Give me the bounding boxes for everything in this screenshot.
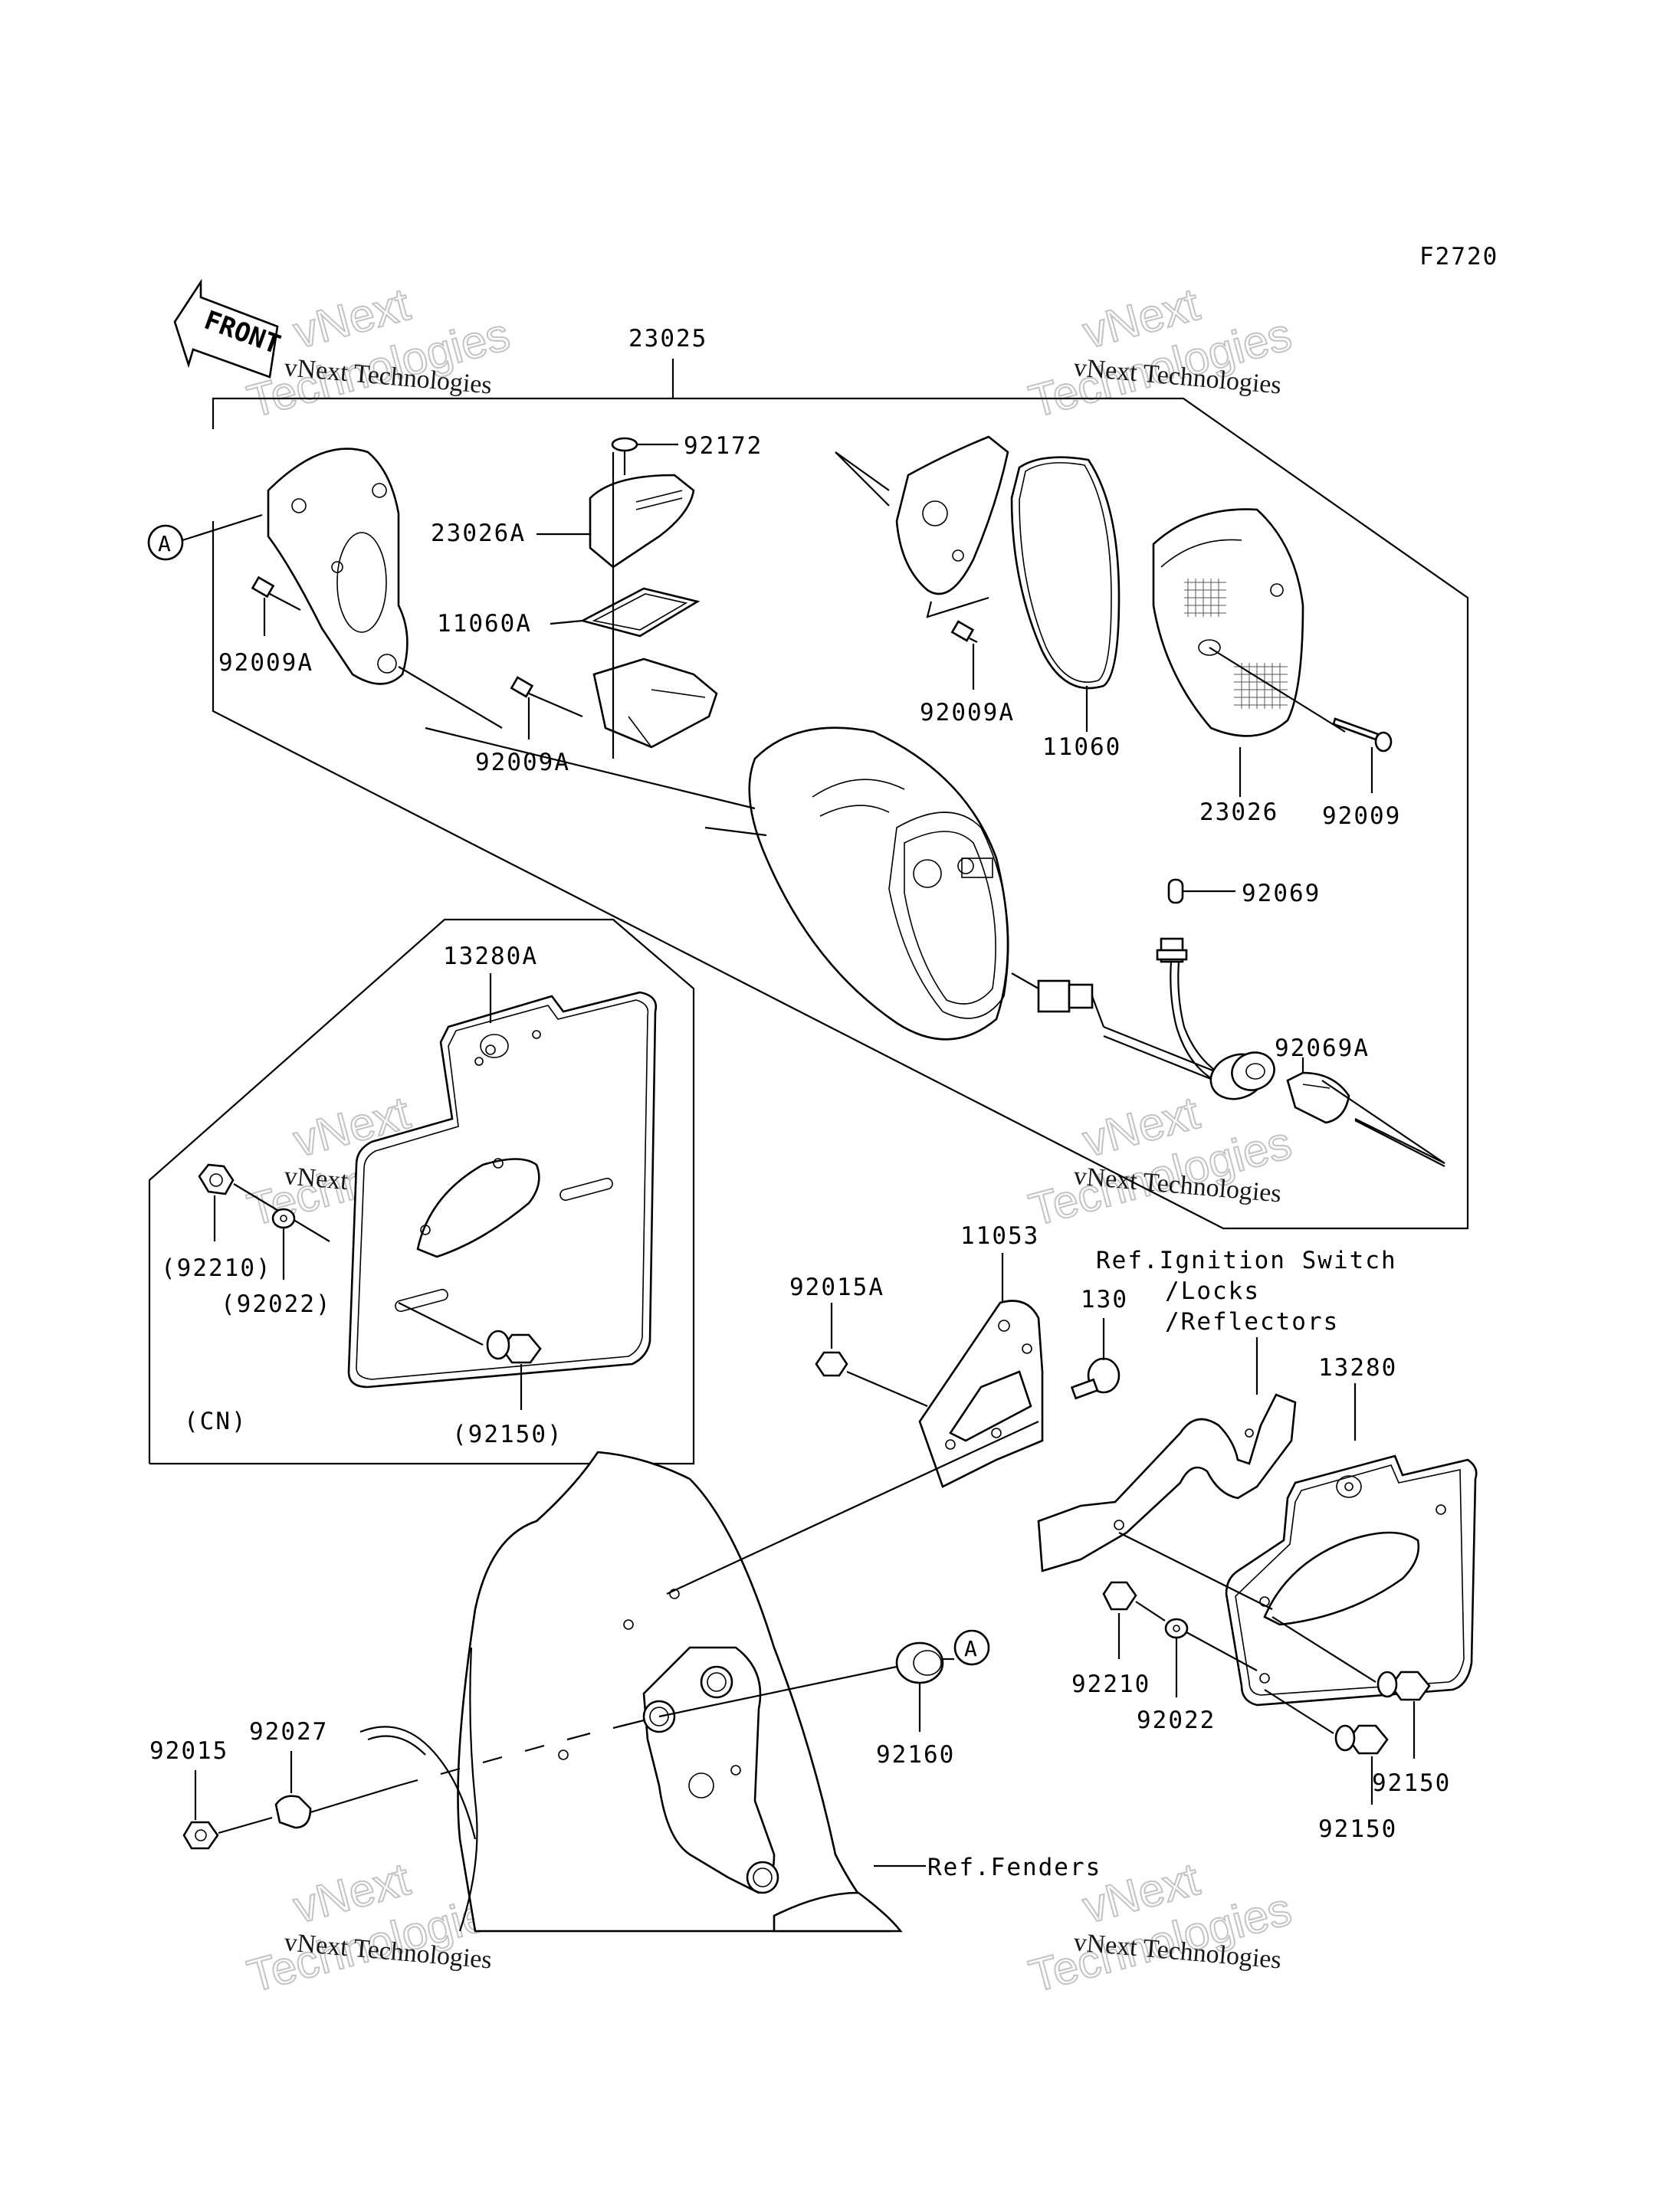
- part-92022-label: 92022: [1137, 1707, 1216, 1734]
- washer-92022: [1164, 1618, 1189, 1697]
- part-92022-cn-label: (92022): [221, 1290, 332, 1318]
- socket: [1209, 1051, 1275, 1100]
- part-130-label: 130: [1081, 1286, 1128, 1313]
- license-light-cover: [589, 474, 695, 569]
- bolt-130: [1070, 1318, 1121, 1400]
- screw-92172: [611, 437, 678, 475]
- nut-92210-cn: [198, 1163, 235, 1241]
- watermark-mid-right: vNext Technologies vNext Technologies: [1023, 1086, 1298, 1236]
- ref-ignition-line3: /Reflectors: [1165, 1308, 1339, 1336]
- part-92027-label: 92027: [249, 1718, 328, 1746]
- bulb-92069A: [1286, 1058, 1350, 1124]
- part-13280-label: 13280: [1318, 1354, 1397, 1382]
- screw-92009A-center: [510, 676, 583, 739]
- bolt-92150-upper: [1271, 1616, 1431, 1759]
- part-13280A-label: 13280A: [443, 943, 538, 970]
- part-92009A-left-label: 92009A: [218, 649, 313, 677]
- svg-text:A: A: [158, 531, 171, 556]
- part-11053-label: 11053: [960, 1222, 1039, 1250]
- wiring-harness: [1011, 937, 1219, 1082]
- mount-bracket: [267, 448, 409, 685]
- screw-92009A-left: [251, 575, 301, 636]
- collar-92027: [274, 1719, 645, 1829]
- callout-a-right: A: [953, 1629, 990, 1666]
- part-92172-label: 92172: [684, 432, 763, 460]
- tail-lamp-housing: [748, 726, 1009, 1041]
- license-plate-13280: [1225, 1454, 1478, 1707]
- part-23026A-label: 23026A: [431, 520, 526, 547]
- svg-text:A: A: [964, 1636, 977, 1661]
- part-92150-lower-label: 92150: [1318, 1815, 1397, 1843]
- bolt-92150-cn: [398, 1302, 542, 1410]
- part-92150-cn-label: (92150): [452, 1421, 563, 1448]
- part-92009A-center-label: 92009A: [475, 749, 570, 776]
- part-92015A-label: 92015A: [789, 1274, 884, 1301]
- rear-fender: [359, 1451, 892, 1933]
- tail-lamp-assembly-frame: [212, 359, 1469, 1230]
- ref-fenders-label: Ref.Fenders: [927, 1854, 1101, 1881]
- nut-92210: [1102, 1581, 1166, 1659]
- part-92009-label: 92009: [1322, 802, 1401, 830]
- bulb-92069: [1167, 878, 1235, 904]
- front-arrow-icon: FRONT: [173, 278, 284, 379]
- cn-label: (CN): [184, 1408, 248, 1435]
- bolt-92150-lower: [1264, 1689, 1389, 1805]
- ref-ignition-line2: /Locks: [1165, 1277, 1260, 1305]
- tail-lamp-lens-23026: [1152, 508, 1304, 737]
- bracket-11053: [918, 1300, 1044, 1488]
- screw-92009A-right: [950, 620, 978, 690]
- nut-92015: [182, 1770, 273, 1850]
- figure-code: F2720: [1419, 243, 1498, 271]
- watermark-top-right: vNext Technologies vNext Technologies: [1023, 277, 1298, 428]
- part-92210-cn-label: (92210): [161, 1254, 272, 1282]
- part-92069-label: 92069: [1242, 880, 1321, 907]
- ref-ignition-line1: Ref.Ignition Switch: [1096, 1247, 1397, 1274]
- part-92069A-label: 92069A: [1275, 1035, 1370, 1062]
- gasket-11060A: [579, 587, 701, 638]
- watermark-top-left: vNext Technologies vNext Technologies: [241, 277, 516, 428]
- part-11060A-label: 11060A: [437, 610, 532, 638]
- license-plate-13280A: [347, 991, 658, 1389]
- washer-92022-cn: [271, 1208, 296, 1280]
- reflector-bracket: [895, 435, 1009, 595]
- part-92009A-right-label: 92009A: [920, 699, 1015, 726]
- license-bracket: [1037, 1393, 1297, 1572]
- part-92150-upper-label: 92150: [1372, 1769, 1451, 1797]
- cn-inset-frame: [148, 918, 695, 1465]
- part-23025-label: 23025: [628, 325, 707, 353]
- part-92015-label: 92015: [149, 1737, 228, 1765]
- part-92210-label: 92210: [1071, 1671, 1150, 1698]
- nut-92015A: [815, 1303, 928, 1408]
- part-92160-label: 92160: [876, 1741, 955, 1769]
- part-23026-label: 23026: [1199, 798, 1278, 826]
- fender-rear-tip: [773, 1891, 903, 1933]
- screw-92009: [1332, 717, 1393, 793]
- part-11060-label: 11060: [1042, 733, 1121, 761]
- gasket-ring-11060: [1010, 456, 1121, 690]
- callout-a-left: A: [147, 513, 263, 561]
- grommet-92160: [895, 1641, 954, 1732]
